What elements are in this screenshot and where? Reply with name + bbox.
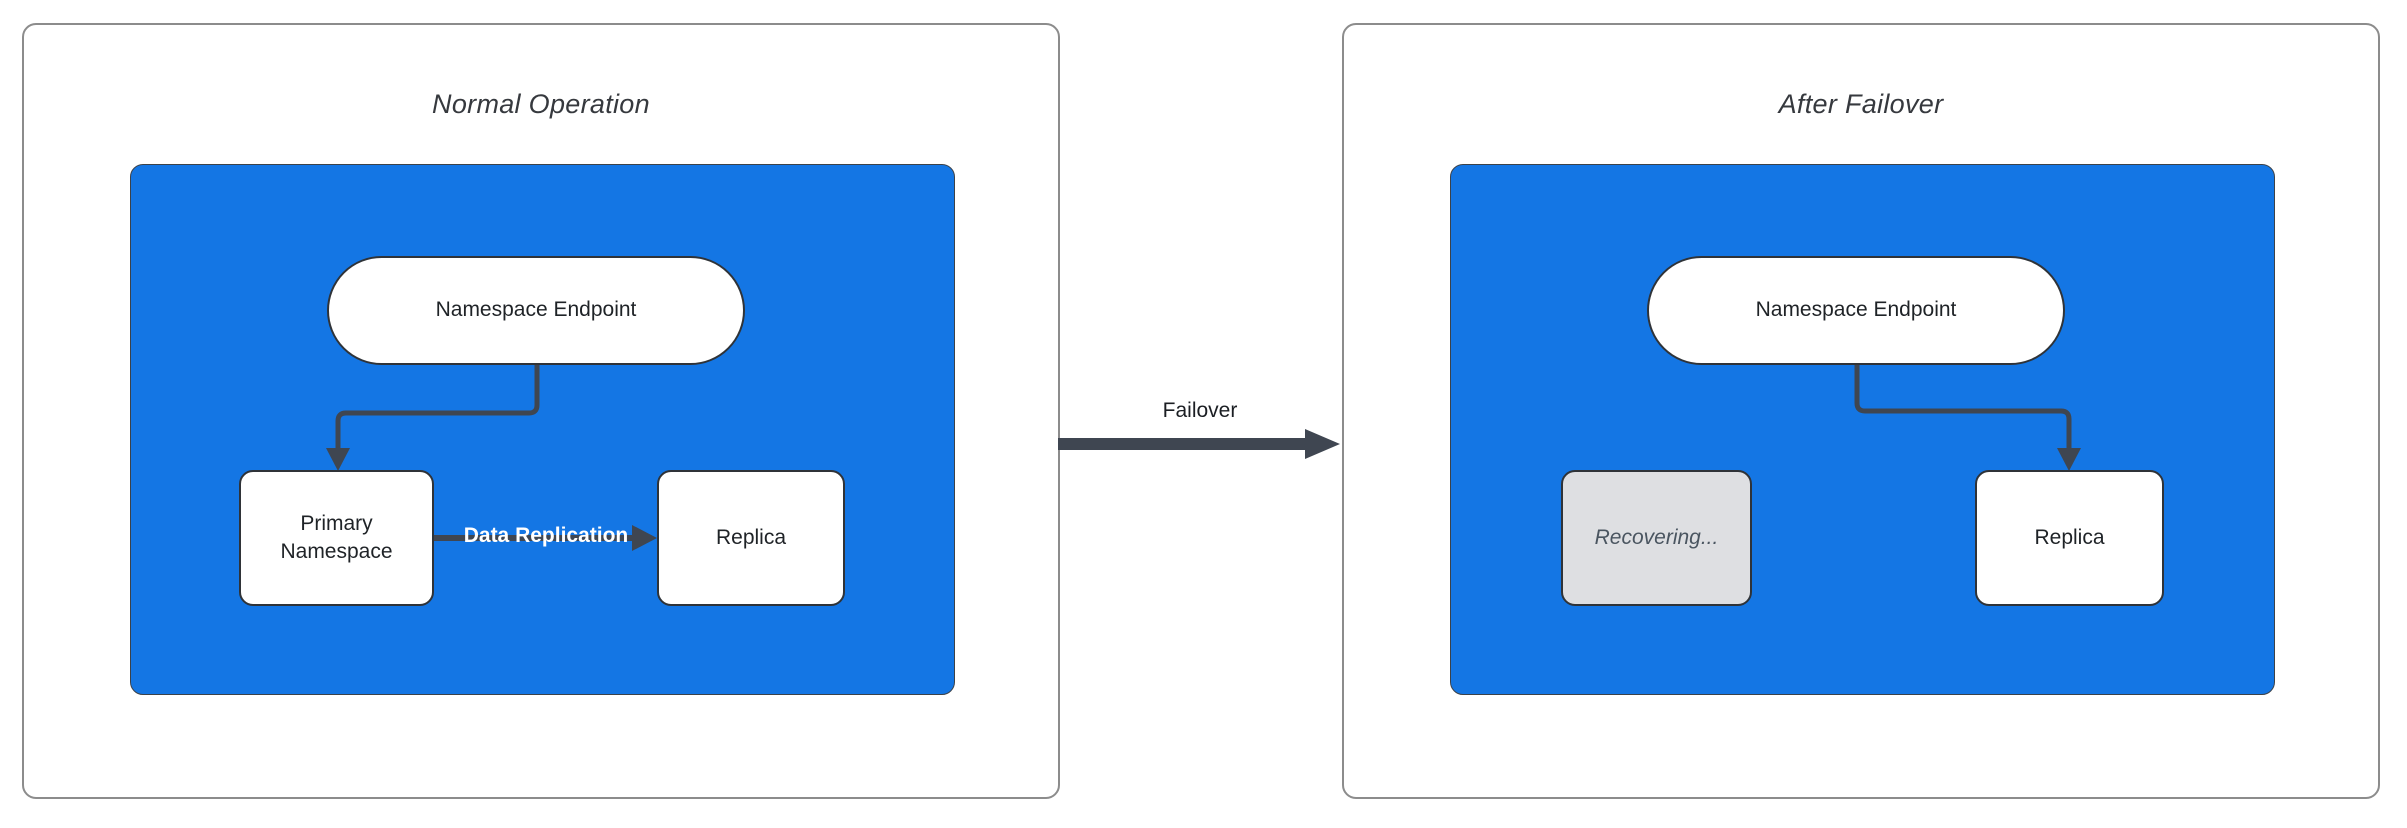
replica-node: Replica [657,470,845,606]
replication-arrow-label: Data Replication [463,524,629,547]
failover-arrow-label: Failover [1162,399,1238,422]
panel-after-failover: After Failover Namespace Endpoint Recove… [1342,23,2380,799]
namespace-endpoint-node: Namespace Endpoint [1647,256,2065,365]
namespace-endpoint-label: Namespace Endpoint [1755,298,1957,322]
replica-label: Replica [2034,525,2105,549]
replica-node: Replica [1975,470,2164,606]
panel-normal-operation: Normal Operation Namespace Endpoint Prim… [22,23,1060,799]
primary-namespace-label: Primary Namespace [280,511,393,563]
primary-namespace-node: Primary Namespace [239,470,434,606]
panel-title: After Failover [1778,89,1944,119]
replica-label: Replica [715,525,787,549]
panel-title: Normal Operation [432,89,650,119]
recovering-label: Recovering... [1594,525,1719,549]
namespace-container [1450,164,2275,695]
namespace-container [130,164,955,695]
failover-arrow [1058,429,1340,459]
recovering-node: Recovering... [1561,470,1752,606]
namespace-endpoint-label: Namespace Endpoint [435,298,637,322]
namespace-endpoint-node: Namespace Endpoint [327,256,745,365]
